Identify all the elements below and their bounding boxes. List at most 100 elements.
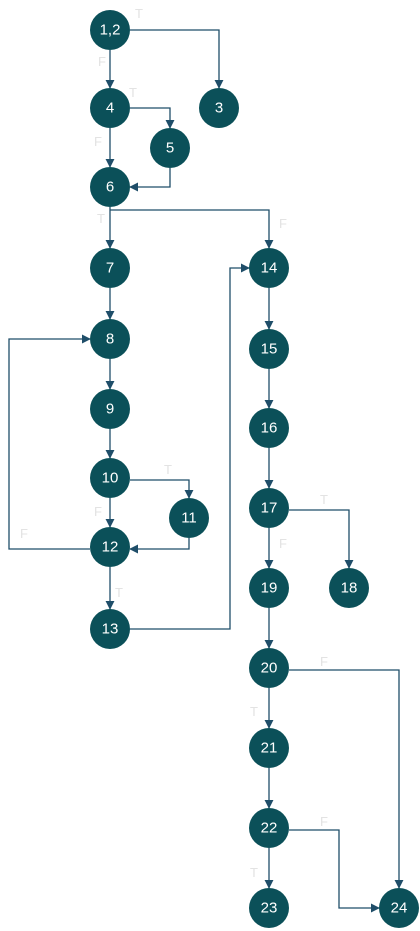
node-label: 10 — [102, 470, 119, 487]
node-7: 7 — [90, 248, 130, 288]
edge-label-6-to-7: T — [97, 211, 105, 226]
node-14: 14 — [249, 248, 289, 288]
node-label: 20 — [261, 660, 278, 677]
node-circle — [90, 167, 130, 207]
edge-label-1-2-to-4: F — [98, 54, 106, 69]
node-10: 10 — [90, 458, 130, 498]
node-11: 11 — [169, 498, 209, 538]
node-label: 16 — [261, 420, 278, 437]
node-label: 13 — [102, 621, 119, 638]
nodes-layer: 1,2 3 4 5 6 7 8 9 10 11 12 13 14 15 16 17 18 19 20 21 22 23 24 — [90, 10, 419, 928]
node-22: 22 — [249, 808, 289, 848]
node-circle — [249, 808, 289, 848]
edge-20-to-24 — [289, 669, 404, 889]
edge-label-12-to-13: T — [115, 585, 123, 600]
node-circle — [249, 488, 289, 528]
node-13: 13 — [90, 609, 130, 649]
node-18: 18 — [329, 568, 369, 608]
node-label: 18 — [341, 580, 358, 597]
edge-label-4-to-5: T — [129, 85, 137, 100]
node-label: 15 — [261, 341, 278, 358]
node-label: 14 — [261, 260, 278, 277]
node-circle — [90, 389, 130, 429]
node-8: 8 — [90, 319, 130, 359]
node-label: 5 — [166, 140, 174, 157]
edge-label-4-to-6: F — [94, 134, 102, 149]
node-circle — [169, 498, 209, 538]
node-6: 6 — [90, 167, 130, 207]
edge-5-to-6 — [129, 168, 171, 192]
node-circle — [249, 888, 289, 928]
node-circle — [90, 609, 130, 649]
node-label: 7 — [106, 260, 114, 277]
node-3: 3 — [199, 88, 239, 128]
edge-22-to-24 — [289, 829, 380, 913]
node-label: 8 — [106, 331, 114, 348]
node-9: 9 — [90, 389, 130, 429]
node-label: 3 — [215, 100, 223, 117]
node-4: 4 — [90, 88, 130, 128]
edge-label-6-to-14: F — [279, 216, 287, 231]
edge-label-20-to-24: F — [320, 654, 328, 669]
node-circle — [379, 888, 419, 928]
node-circle — [150, 128, 190, 168]
node-label: 1,2 — [100, 22, 121, 39]
node-circle — [90, 458, 130, 498]
node-circle — [249, 329, 289, 369]
edge-11-to-12 — [129, 538, 190, 554]
node-circle — [90, 10, 130, 50]
node-20: 20 — [249, 648, 289, 688]
node-label: 12 — [102, 539, 119, 556]
node-circle — [90, 248, 130, 288]
edge-1-2-to-3 — [130, 29, 224, 89]
node-circle — [249, 248, 289, 288]
node-circle — [249, 568, 289, 608]
node-label: 24 — [391, 900, 408, 917]
edge-labels-layer: T F T F T F T F F T T F T F T F — [20, 6, 328, 880]
node-circle — [249, 408, 289, 448]
node-5: 5 — [150, 128, 190, 168]
node-15: 15 — [249, 329, 289, 369]
node-label: 22 — [261, 820, 278, 837]
edge-label-17-to-19: F — [279, 536, 287, 551]
edge-4-to-5 — [130, 107, 175, 129]
edge-13-to-14 — [130, 263, 250, 630]
edge-17-to-18 — [289, 509, 354, 569]
node-label: 6 — [106, 179, 114, 196]
node-label: 4 — [106, 100, 114, 117]
edge-label-17-to-18: T — [320, 492, 328, 507]
node-1-2: 1,2 — [90, 10, 130, 50]
edge-label-10-to-12: F — [94, 504, 102, 519]
node-16: 16 — [249, 408, 289, 448]
edge-label-1-2-to-3: T — [135, 6, 143, 21]
edge-6-to-14 — [110, 209, 274, 249]
node-label: 23 — [261, 900, 278, 917]
node-label: 11 — [181, 510, 197, 527]
edge-label-10-to-11: T — [164, 462, 172, 477]
node-24: 24 — [379, 888, 419, 928]
node-circle — [90, 88, 130, 128]
edge-label-12-to-8: F — [20, 526, 28, 541]
edge-10-to-11 — [130, 479, 194, 499]
node-circle — [249, 728, 289, 768]
node-circle — [329, 568, 369, 608]
node-label: 19 — [261, 580, 278, 597]
edge-label-22-to-23: T — [250, 865, 258, 880]
node-12: 12 — [90, 527, 130, 567]
node-17: 17 — [249, 488, 289, 528]
node-circle — [90, 527, 130, 567]
edge-12-to-8 — [8, 334, 91, 550]
edge-label-20-to-21: T — [250, 704, 258, 719]
node-label: 17 — [261, 500, 278, 517]
node-circle — [199, 88, 239, 128]
node-label: 21 — [261, 740, 278, 757]
node-23: 23 — [249, 888, 289, 928]
node-label: 9 — [106, 401, 114, 418]
node-circle — [249, 648, 289, 688]
node-circle — [90, 319, 130, 359]
node-19: 19 — [249, 568, 289, 608]
edge-label-22-to-24: F — [320, 814, 328, 829]
edges-layer — [8, 29, 404, 913]
node-21: 21 — [249, 728, 289, 768]
